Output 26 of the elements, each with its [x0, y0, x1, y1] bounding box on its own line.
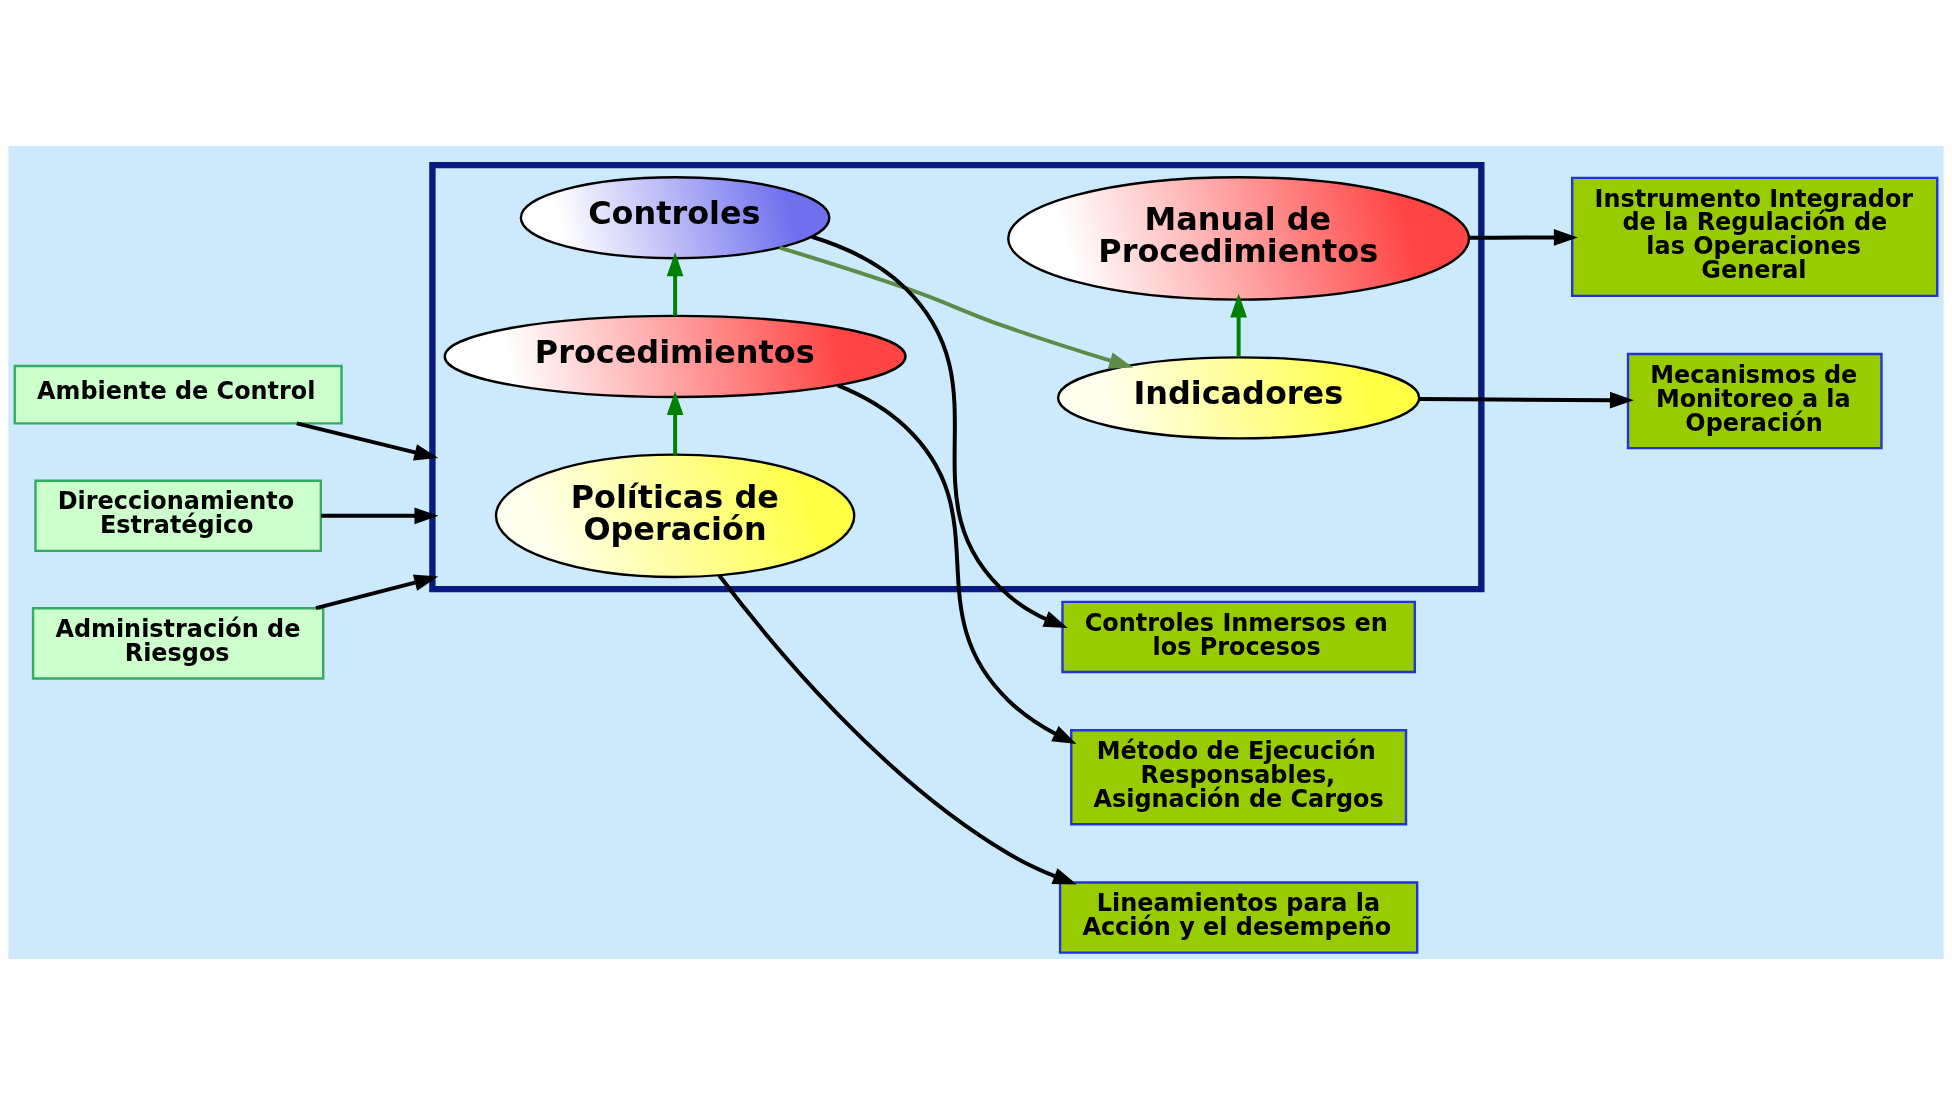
cluster: [429, 161, 1485, 592]
node-box: Método de Ejecución Responsables, Asignación de Cargos: [1070, 728, 1408, 825]
arrow: [837, 383, 1077, 744]
arrow: [296, 420, 439, 461]
node-box: Ambiente de Control: [13, 364, 343, 425]
arrow: [1468, 228, 1578, 246]
node-box: Mecanismos de Monitoreo a la Operación: [1626, 352, 1883, 449]
arrow: [666, 390, 684, 455]
arrow: [811, 234, 1068, 628]
arrow: [1419, 391, 1634, 409]
node-ellipse: Manual de Procedimientos: [1007, 175, 1471, 301]
node-ellipse: Controles: [519, 175, 831, 259]
arrow: [666, 251, 684, 316]
arrow: [315, 573, 439, 610]
node-box: Direccionamiento Estratégico: [34, 479, 322, 552]
node-box: Administración de Riesgos: [31, 606, 325, 680]
node-ellipse: Indicadores: [1056, 355, 1421, 440]
node-ellipse: Procedimientos: [443, 314, 907, 398]
node-box: Instrumento Integrador de la Regulación de las Operaciones General: [1571, 176, 1939, 297]
arrow: [717, 573, 1077, 885]
arrow: [1230, 292, 1248, 357]
arrow: [321, 506, 439, 524]
node-box: Controles Inmersos en los Procesos: [1061, 600, 1416, 673]
arrow: [778, 245, 1134, 369]
node-box: Lineamientos para la Acción y el desempeño: [1058, 880, 1419, 954]
node-ellipse: Políticas de Operación: [494, 452, 856, 578]
